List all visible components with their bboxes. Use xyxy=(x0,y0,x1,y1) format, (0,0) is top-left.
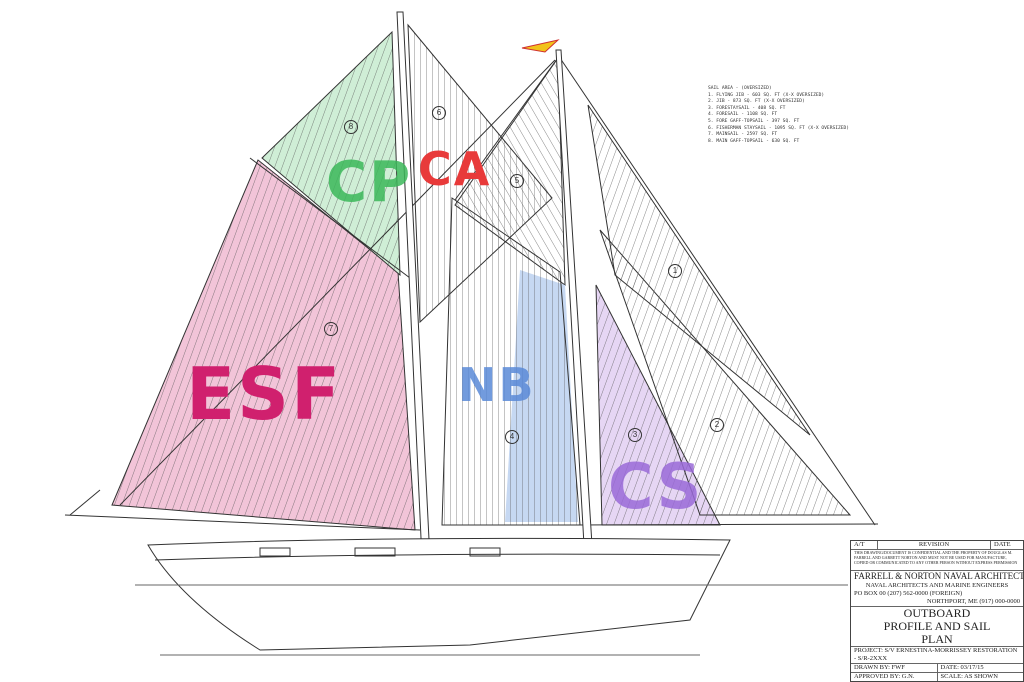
address-right: NORTHPORT, ME (917) 000-0000 xyxy=(927,598,1020,605)
approved-row: APPROVED BY: G.N. SCALE: AS SHOWN xyxy=(851,673,1023,681)
legend-item: 3. FORESTAYSAIL - 408 SQ. FT xyxy=(708,105,786,111)
date: DATE: 03/17/15 xyxy=(940,664,984,671)
project: PROJECT: S/V ERNESTINA-MORRISSEY RESTORA… xyxy=(851,646,1023,664)
drawn-by: DRAWN BY: FWF xyxy=(851,664,938,672)
sail-label-ca: CA xyxy=(418,142,492,196)
title-block: A/T REVISION DATE THIS DRAWING/DOCUMENT … xyxy=(850,540,1024,682)
rigging xyxy=(64,54,879,531)
drawn-row: DRAWN BY: FWF DATE: 03/17/15 xyxy=(851,664,1023,673)
sail-number-1: 1 xyxy=(668,264,682,278)
sail-label-cp: CP xyxy=(326,150,413,215)
sail-area-legend: SAIL AREA - (OVERSIZED) 1. FLYING JIB - … xyxy=(708,86,849,145)
sail-number-8: 8 xyxy=(344,120,358,134)
hull xyxy=(135,537,848,656)
col-at: A/T xyxy=(851,541,878,549)
sail-number-6: 6 xyxy=(432,106,446,120)
legend-item: 4. FORESAIL - 1108 SQ. FT xyxy=(708,112,778,118)
sail-label-esf: ESF xyxy=(186,352,343,436)
flying-jib xyxy=(587,104,811,436)
col-date: DATE xyxy=(994,541,1011,548)
legend-item: 5. FORE GAFF-TOPSAIL - 397 SQ. FT xyxy=(708,118,800,124)
foresail xyxy=(441,197,581,526)
sail-number-3: 3 xyxy=(628,428,642,442)
firm-subtitle: NAVAL ARCHITECTS AND MARINE ENGINEERS xyxy=(865,582,1009,589)
flag xyxy=(521,39,560,53)
sail-number-4: 4 xyxy=(505,430,519,444)
legend-item: 2. JIB - 873 SQ. FT (X-X OVERSIZED) xyxy=(708,99,805,105)
sail-number-2: 2 xyxy=(710,418,724,432)
legend-item: 7. MAINSAIL - 2597 SQ. FT xyxy=(708,132,778,138)
legend-item: 6. FISHERMAN STAYSAIL - 1095 SQ. FT (X-X… xyxy=(708,125,850,131)
firm-block: FARRELL & NORTON NAVAL ARCHITECTS NAVAL … xyxy=(851,571,1024,607)
confidential-notice: THIS DRAWING/DOCUMENT IS CONFIDENTIAL AN… xyxy=(851,550,1023,571)
revision-header: A/T REVISION DATE xyxy=(851,541,1023,550)
legend-item: 8. MAIN GAFF-TOPSAIL - 630 SQ. FT xyxy=(708,138,800,144)
sail-number-5: 5 xyxy=(510,174,524,188)
col-revision: REVISION xyxy=(878,541,991,549)
scale: SCALE: AS SHOWN xyxy=(940,673,998,680)
sail-label-cs: CS xyxy=(608,450,704,523)
sail-label-nb: NB xyxy=(458,358,536,412)
main-gaff-topsail xyxy=(261,30,401,277)
firm-name: FARRELL & NORTON NAVAL ARCHITECTS xyxy=(854,571,1024,581)
address-left: PO BOX 00 (207) 562-0000 (FOREIGN) xyxy=(854,590,963,597)
legend-item: 1. FLYING JIB - 603 SQ. FT (X-X OVERSIZE… xyxy=(708,92,825,98)
legend-heading: SAIL AREA - (OVERSIZED) xyxy=(708,86,772,91)
approved-by: APPROVED BY: G.N. xyxy=(851,673,938,681)
drawing-title: OUTBOARD PROFILE AND SAIL PLAN xyxy=(883,606,991,646)
sail-number-7: 7 xyxy=(324,322,338,336)
